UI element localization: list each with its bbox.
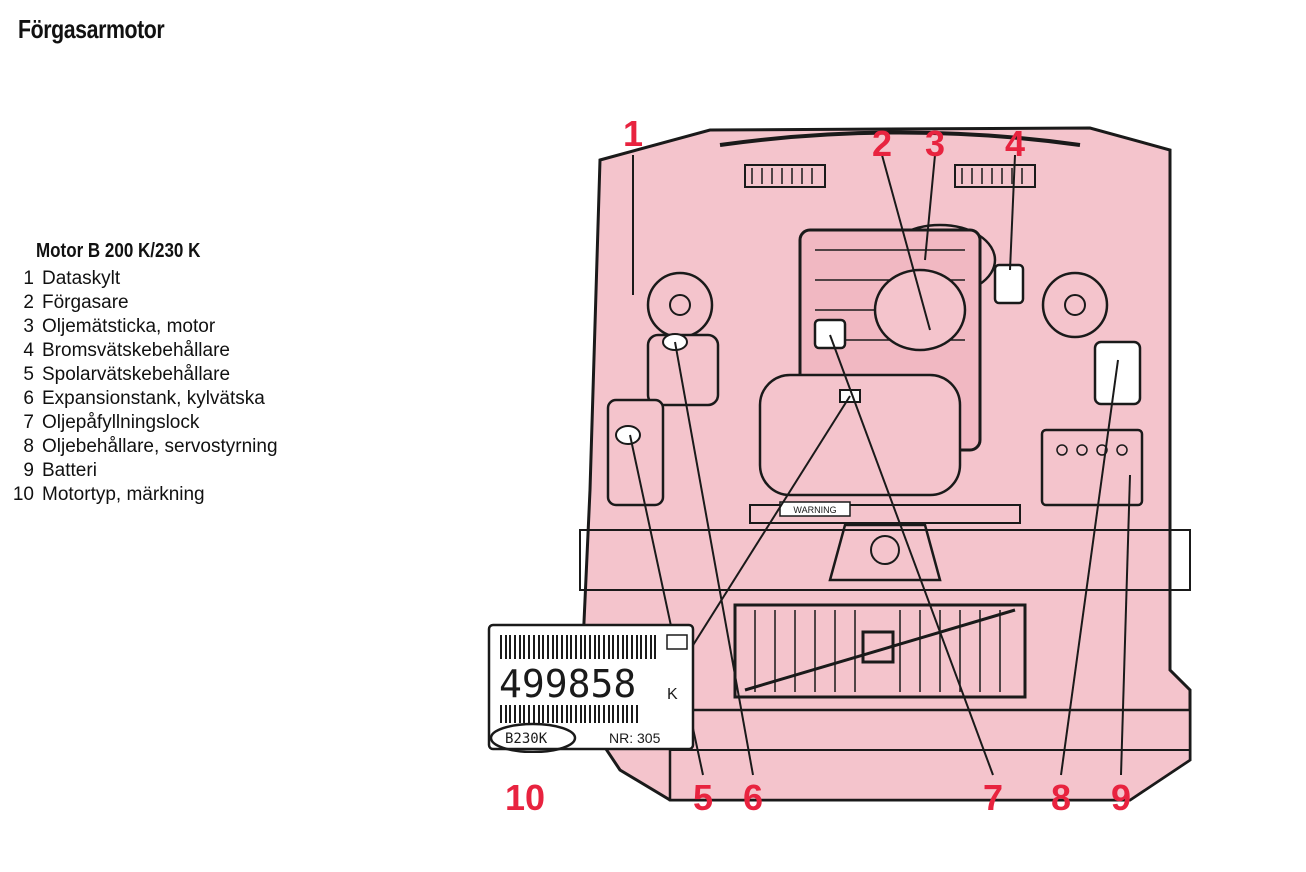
radiator-fan [758, 373, 962, 497]
legend-text: Bromsvätskebehållare [42, 340, 230, 361]
barcode-top [500, 635, 656, 659]
leader-line-8 [1060, 359, 1119, 776]
legend-number: 6 [23, 388, 34, 409]
leader-line-7 [829, 334, 994, 776]
engine-bay-diagram: WARNING [578, 126, 1192, 802]
callout-7: 7 [983, 777, 1004, 818]
washer-fluid-reservoir [606, 398, 665, 507]
carburetor [873, 268, 967, 352]
plate-corner-box [666, 634, 688, 650]
front-bumper [668, 708, 1192, 802]
leader-line-2 [881, 154, 931, 331]
barcode-bottom [500, 705, 638, 723]
legend-number: 9 [23, 460, 34, 481]
hood-latch [828, 523, 942, 582]
legend-number: 2 [23, 292, 34, 313]
callout-10: 10 [505, 777, 546, 818]
legend-title: Motor B 200 K/230 K [36, 240, 201, 262]
callout-9: 9 [1111, 777, 1132, 818]
page-title: Förgasarmotor [18, 14, 165, 44]
callout-5: 5 [693, 777, 714, 818]
engine-type-highlight [489, 722, 577, 753]
legend-item: 9 Batteri [10, 459, 390, 483]
legend-number: 4 [23, 340, 34, 361]
legend-item: 5 Spolarvätskebehållare [10, 363, 390, 387]
leader-line-10 [689, 395, 851, 651]
legend-item: 8 Oljebehållare, servostyrning [10, 435, 390, 459]
legend-item: 3 Oljemätsticka, motor [10, 315, 390, 339]
legend-text: Batteri [42, 460, 97, 481]
callout-6: 6 [743, 777, 764, 818]
legend-text: Oljemätsticka, motor [42, 316, 216, 337]
plate-number: NR: 305 [609, 730, 661, 746]
legend-number: 7 [23, 412, 34, 433]
left-vent [744, 164, 826, 188]
right-vent [954, 164, 1036, 188]
brake-fluid-reservoir [993, 263, 1025, 305]
legend-item: 4 Bromsvätskebehållare [10, 339, 390, 363]
legend-text: Dataskylt [42, 268, 121, 289]
plate-engine-type: B230K [505, 731, 548, 747]
right-strut-tower [1041, 271, 1109, 339]
leader-line-9 [1120, 474, 1131, 776]
legend-text: Motortyp, märkning [42, 484, 205, 505]
legend-list: 1 Dataskylt 2 Förgasare 3 Oljemätsticka, mo… [10, 267, 390, 507]
legend-number: 3 [23, 316, 34, 337]
hood-hinge [719, 130, 1081, 147]
left-strut-tower [646, 271, 714, 339]
front-panel [579, 529, 1191, 591]
legend-item: 7 Oljepåfyllningslock [10, 411, 390, 435]
legend-item: 2 Förgasare [10, 291, 390, 315]
callout-1: 1 [623, 113, 644, 154]
legend-text: Spolarvätskebehållare [42, 364, 231, 385]
leader-line-4 [1009, 154, 1016, 271]
engine-id-plate: 499858 K B230K NR: 305 [487, 623, 695, 753]
legend-number: 10 [12, 484, 34, 505]
legend: Motor B 200 K/230 K 1 Dataskylt 2 Förgasar… [10, 240, 390, 507]
callout-8: 8 [1051, 777, 1072, 818]
power-steering-reservoir [1093, 340, 1142, 406]
legend-text: Oljepåfyllningslock [42, 412, 200, 433]
legend-text: Förgasare [42, 292, 129, 313]
legend-item: 6 Expansionstank, kylvätska [10, 387, 390, 411]
callout-3: 3 [925, 123, 946, 164]
plate-serial-suffix: K [667, 686, 678, 703]
battery [1040, 428, 1144, 507]
legend-item: 1 Dataskylt [10, 267, 390, 291]
legend-number: 5 [23, 364, 34, 385]
callout-2: 2 [872, 123, 893, 164]
callout-4: 4 [1005, 123, 1026, 164]
legend-number: 1 [23, 268, 34, 289]
plate-serial-number: 499858 [499, 662, 636, 706]
warning-label-text: WARNING [793, 505, 836, 515]
legend-text: Expansionstank, kylvätska [42, 388, 265, 409]
oil-filler-cap [813, 318, 847, 350]
legend-text: Oljebehållare, servostyrning [42, 436, 278, 457]
leader-line-6 [674, 341, 754, 776]
legend-item: 10 Motortyp, märkning [10, 483, 390, 507]
leader-line-3 [924, 154, 936, 261]
legend-number: 8 [23, 436, 34, 457]
